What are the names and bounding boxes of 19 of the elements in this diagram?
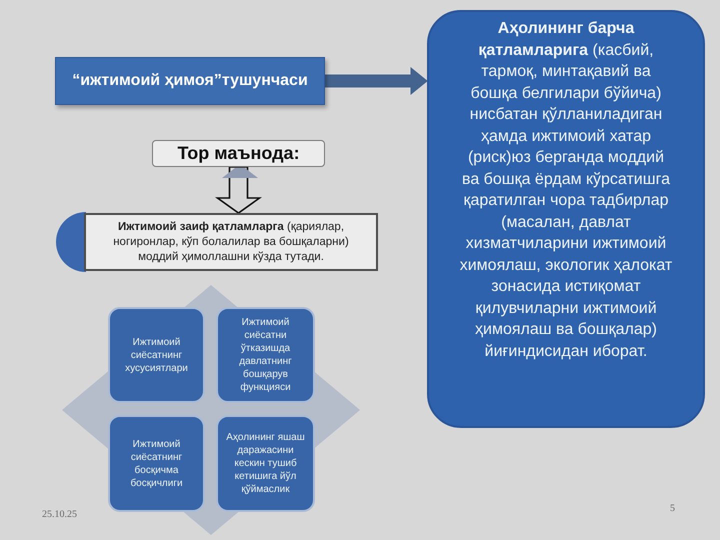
tile-text: Ижтимоий сиёсатни ўтказишда давлатнинг бошқарув функцияси — [238, 316, 293, 394]
feature-tile — [108, 307, 205, 403]
heading-text: “ижтимоий ҳимоя”тушунчаси — [72, 72, 308, 90]
note-box — [84, 213, 378, 271]
heading-banner — [55, 57, 325, 105]
definition-text: Аҳолининг барча қатламларига (касбий, тармоқ, минтақавий ва бошқа белгилари бўйича) нисбатан қўлланиладиган ҳамда ижтимоий хатар (риск)юз берганда моддий ва бошқа ёрдам кўрсатишга қаратилган чора тадбирлар (масалан, давлат хизматчиларини ижтимоий химоялаш, экологик ҳалокат зонасида истиқомат қилувчиларни ижтимоий ҳимоялаш ва бошқалар) йиғиндисидан иборат. — [458, 19, 674, 362]
date-text: 25.10.25 — [42, 509, 77, 520]
feature-tile — [216, 307, 315, 403]
tile-text: Ижтимоий сиёсатнинг босқичма босқичлиги — [129, 438, 184, 490]
subheading-box — [152, 140, 325, 167]
feature-tile — [108, 415, 205, 512]
subheading-text: Тор маънода: — [177, 143, 300, 164]
tile-text: Аҳолининг яшаш даражасини кескин тушиб кетишига йўл қўймаслик — [226, 431, 305, 496]
feature-tile — [216, 415, 315, 512]
note-text: Ижтимоий заиф қатламларга (қариялар, ногиронлар, кўп болалилар ва бошқаларни) моддий ҳимоллашни кўзда тутади. — [112, 220, 350, 264]
block-arrow — [324, 66, 428, 96]
definition-panel — [427, 10, 705, 428]
page-number: 5 — [670, 503, 675, 514]
tile-text: Ижтимоий сиёсатнинг хусусиятлари — [124, 336, 189, 374]
